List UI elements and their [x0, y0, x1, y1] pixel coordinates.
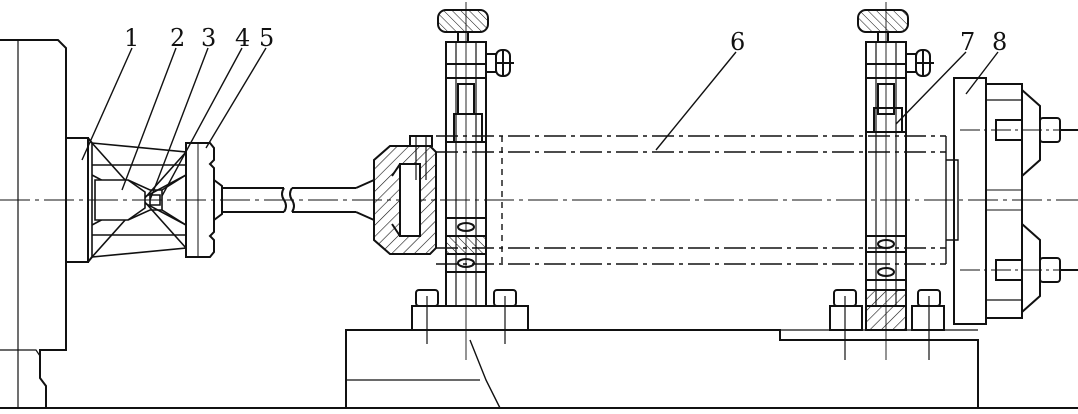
label-part-2: 2	[170, 24, 185, 52]
right-support-stand	[829, 2, 945, 360]
label-part-6: 6	[730, 28, 745, 56]
part-labels: 1 2 3 4 5 6 7 8	[124, 24, 1007, 56]
leader-lines	[81, 47, 999, 201]
leader-line-6	[655, 51, 737, 151]
leader-line-2	[121, 47, 177, 191]
label-part-1: 1	[124, 24, 139, 52]
connecting-shaft	[222, 178, 375, 222]
workpiece-chuck	[373, 135, 437, 255]
leader-line-8	[965, 51, 999, 95]
leader-line-5	[205, 47, 267, 149]
part-8-end-plate	[953, 77, 1078, 325]
label-part-7: 7	[960, 28, 975, 56]
label-part-4: 4	[235, 24, 250, 52]
leader-line-4	[161, 47, 243, 197]
machine-bed	[0, 329, 1078, 409]
leader-line-3	[149, 47, 209, 201]
leader-line-1	[81, 47, 133, 161]
leader-line-7	[895, 51, 967, 125]
label-part-8: 8	[992, 28, 1007, 56]
headstock-body	[0, 39, 67, 409]
label-part-3: 3	[201, 24, 216, 52]
part-6-workpiece	[436, 135, 959, 265]
label-part-5: 5	[259, 24, 274, 52]
left-support-stand	[411, 2, 529, 360]
